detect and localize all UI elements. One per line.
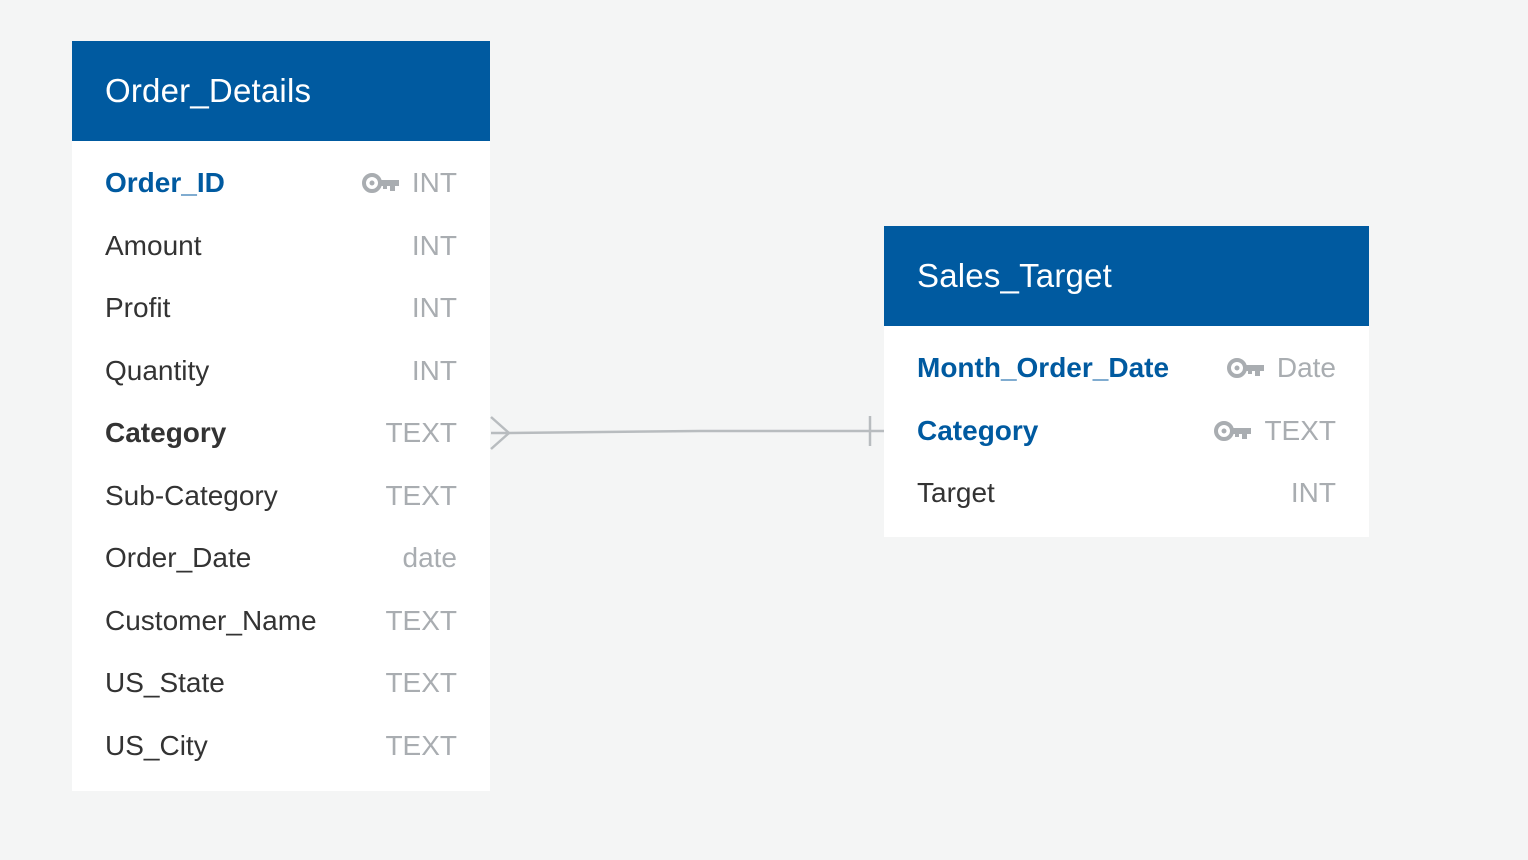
key-icon (361, 173, 399, 194)
field-name: Sub-Category (105, 479, 278, 511)
field-name: US_State (105, 667, 225, 699)
entity-title: Sales_Target (917, 257, 1113, 294)
field-row[interactable]: Order_Date date (72, 527, 490, 590)
field-name: Category (105, 417, 227, 449)
field-type: INT (411, 167, 457, 199)
field-row[interactable]: Sub-Category TEXT (72, 465, 490, 528)
key-icon (1226, 358, 1264, 379)
relationship-connector (508, 429, 884, 435)
field-type: TEXT (1264, 414, 1336, 446)
field-row[interactable]: Profit INT (72, 277, 490, 340)
field-name: Profit (105, 292, 171, 324)
field-name: Customer_Name (105, 604, 317, 636)
field-row[interactable]: Target INT (884, 462, 1369, 525)
field-name: Order_Date (105, 542, 252, 574)
field-row[interactable]: Customer_Name TEXT (72, 590, 490, 653)
field-row[interactable]: Quantity INT (72, 340, 490, 403)
field-type-group: INT (412, 355, 457, 387)
field-type: TEXT (385, 729, 457, 761)
field-type: Date (1276, 352, 1336, 384)
field-row[interactable]: Category TEXT (72, 402, 490, 465)
field-row[interactable]: Month_Order_Date Date (884, 337, 1369, 400)
entity-header[interactable]: Order_Details (72, 41, 490, 141)
field-name: Order_ID (105, 167, 225, 199)
many-cardinality-marker (490, 416, 510, 450)
entity-title: Order_Details (105, 72, 312, 109)
field-type: INT (411, 292, 457, 324)
field-type: TEXT (385, 604, 457, 636)
field-name: US_City (105, 729, 208, 761)
field-type: date (402, 542, 458, 574)
field-type: TEXT (385, 417, 457, 449)
field-name: Target (917, 477, 995, 509)
entity-header[interactable]: Sales_Target (884, 226, 1369, 326)
field-type-group: Date (1226, 352, 1336, 384)
field-name: Month_Order_Date (917, 352, 1170, 384)
field-row[interactable]: Order_ID INT (72, 152, 490, 215)
field-type-group: INT (412, 230, 457, 262)
field-type: TEXT (385, 479, 457, 511)
field-type-group: TEXT (1214, 415, 1336, 447)
field-row[interactable]: Amount INT (72, 215, 490, 278)
field-type-group: TEXT (385, 730, 457, 762)
field-type-group: INT (1291, 477, 1336, 509)
field-type-group: TEXT (385, 667, 457, 699)
field-type: TEXT (385, 667, 457, 699)
field-name: Amount (105, 229, 202, 261)
field-type: INT (411, 354, 457, 386)
field-row[interactable]: Category TEXT (884, 400, 1369, 463)
field-type: INT (411, 229, 457, 261)
field-row[interactable]: US_City TEXT (72, 715, 490, 778)
field-type-group: INT (361, 167, 457, 199)
key-icon (1214, 420, 1252, 441)
field-type: INT (1290, 477, 1336, 509)
field-name: Quantity (105, 354, 210, 386)
field-name: Category (917, 414, 1039, 446)
field-type-group: INT (412, 292, 457, 324)
field-type-group: TEXT (385, 480, 457, 512)
field-type-group: date (403, 542, 458, 574)
field-row[interactable]: US_State TEXT (72, 652, 490, 715)
field-type-group: TEXT (385, 605, 457, 637)
field-type-group: TEXT (385, 417, 457, 449)
